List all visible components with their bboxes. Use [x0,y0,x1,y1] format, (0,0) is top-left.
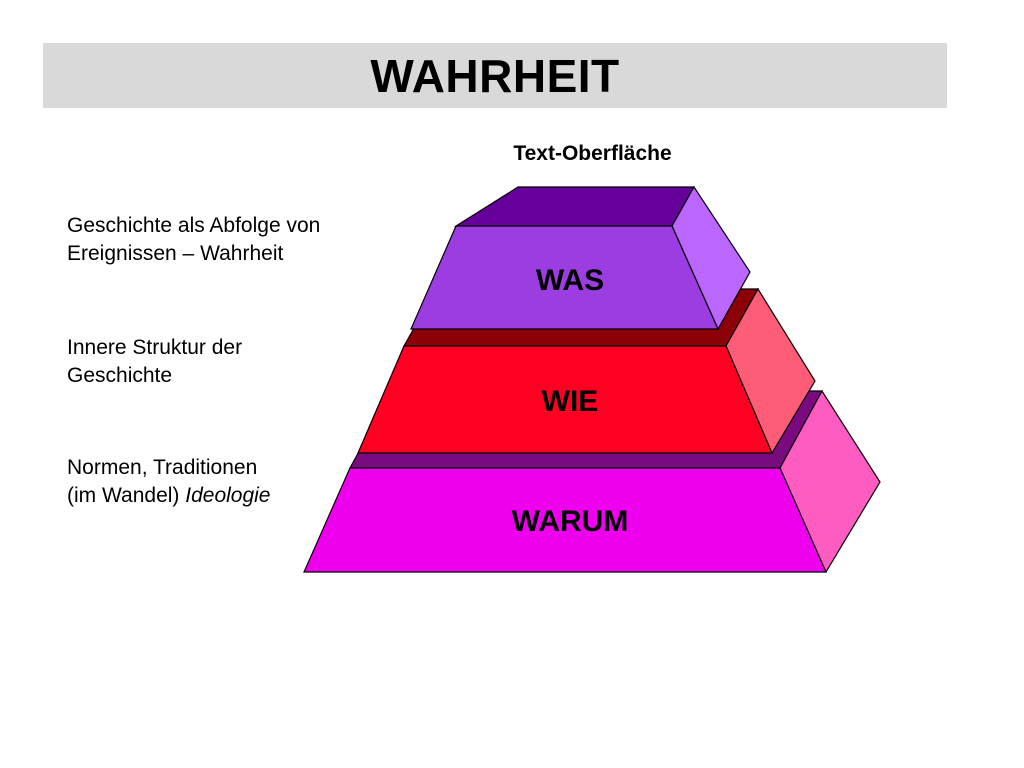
level-warum-label: WARUM [512,505,629,538]
description-was-line-2: Ereignissen – Wahrheit [67,242,284,265]
level-was-front-face [410,225,719,330]
description-warum-line-1: Normen, Traditionen [67,456,258,479]
description-was: Geschichte als Abfolge von Ereignissen –… [67,212,320,268]
description-was-line-1: Geschichte als Abfolge von [67,214,321,237]
level-wie-label: WIE [542,385,599,418]
level-wie-front-face [357,345,773,454]
title-bar: WAHRHEIT [43,43,947,108]
page-title: WAHRHEIT [370,49,620,102]
description-warum-line-2: (im Wandel) Ideologie [67,482,271,510]
pyramid-level-was: WAS [410,185,751,331]
description-warum-line-2-prefix: (im Wandel) [67,484,186,507]
description-warum-line-2-italic: Ideologie [185,484,271,507]
description-wie: Innere Struktur der Geschichte [67,334,242,390]
surface-label: Text-Oberfläche [513,142,672,165]
level-was-label: WAS [536,264,604,297]
description-warum: Normen, Traditionen (im Wandel) Ideologi… [67,454,271,510]
level-warum-front-face [303,467,827,573]
description-wie-line-2: Geschichte [67,364,173,387]
description-wie-line-1: Innere Struktur der [67,336,243,359]
level-was-top-face [453,186,696,227]
